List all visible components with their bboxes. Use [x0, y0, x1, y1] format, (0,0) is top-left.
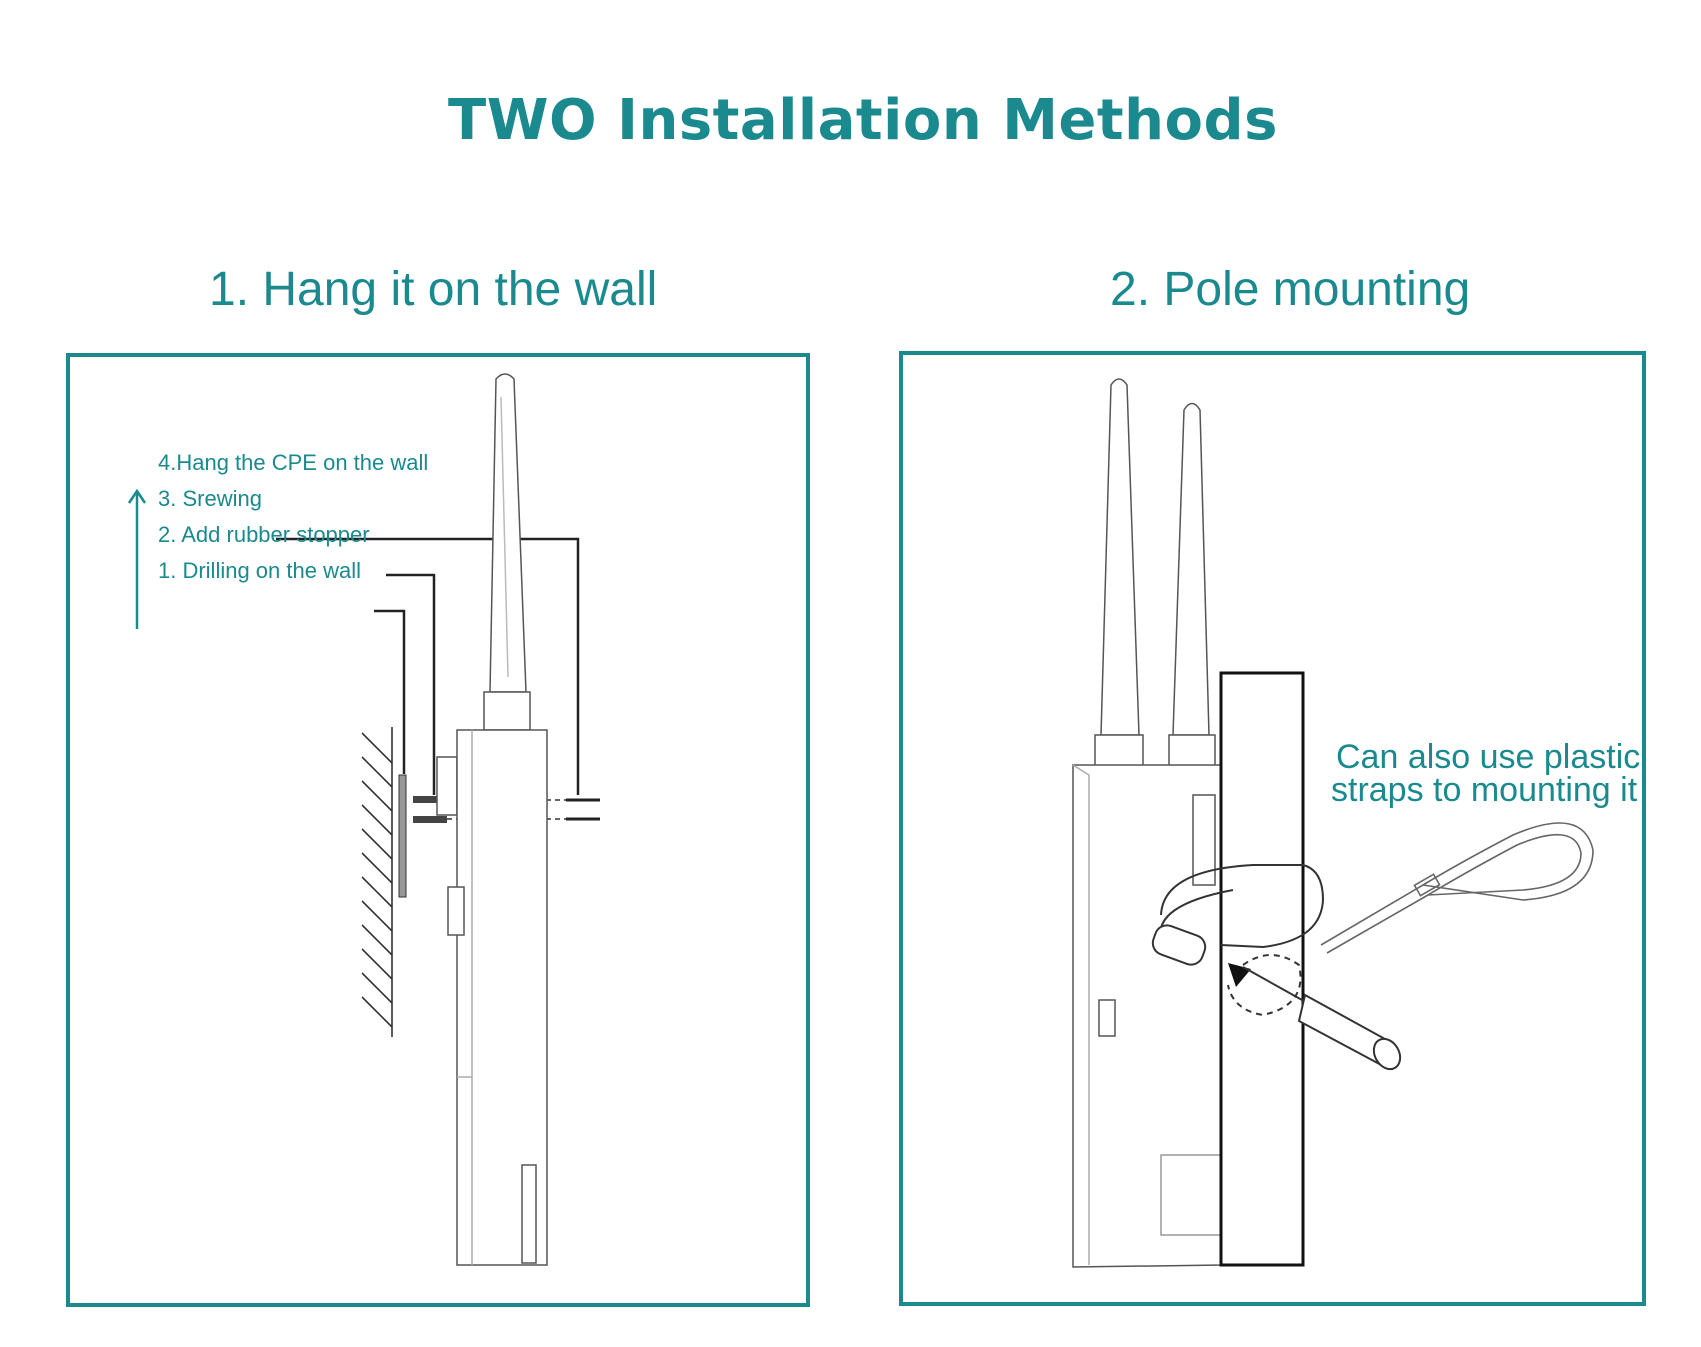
step-2-label: 2. Add rubber stopper [158, 522, 370, 547]
cpe-device [436, 729, 548, 1266]
cpe-device [1072, 764, 1224, 1268]
up-arrow-icon [127, 488, 147, 629]
pole-method-heading: 2. Pole mounting [1110, 263, 1471, 316]
rubber-stoppers [413, 796, 447, 823]
wall-method-heading: 1. Hang it on the wall [209, 263, 658, 316]
wall-plate [398, 774, 407, 898]
wall-hatching [361, 727, 393, 1037]
screwdriver-icon [1242, 966, 1402, 1071]
antenna [483, 373, 531, 731]
cable-tie-icon [1320, 822, 1594, 954]
step-4-label: 4.Hang the CPE on the wall [158, 450, 429, 475]
pole-mount-illustration [1072, 378, 1594, 1268]
hose-clamp [1151, 864, 1325, 966]
pole-mount-panel: Can also use plastic straps to mounting … [899, 351, 1646, 1306]
wall-mount-panel: 4.Hang the CPE on the wall 3. Srewing 2.… [66, 353, 810, 1307]
page-title: TWO Installation Methods [448, 88, 1278, 153]
strap-note-line-1: Can also use plastic [1336, 738, 1641, 776]
rotation-arc [1227, 954, 1302, 1017]
step-leader-lines [276, 537, 580, 795]
wall-mount-illustration [127, 373, 600, 1266]
screws [566, 798, 600, 821]
step-1-label: 1. Drilling on the wall [158, 558, 361, 583]
strap-note-line-2: straps to mounting it [1331, 771, 1638, 809]
antennas [1094, 378, 1216, 770]
step-3-label: 3. Srewing [158, 486, 262, 511]
